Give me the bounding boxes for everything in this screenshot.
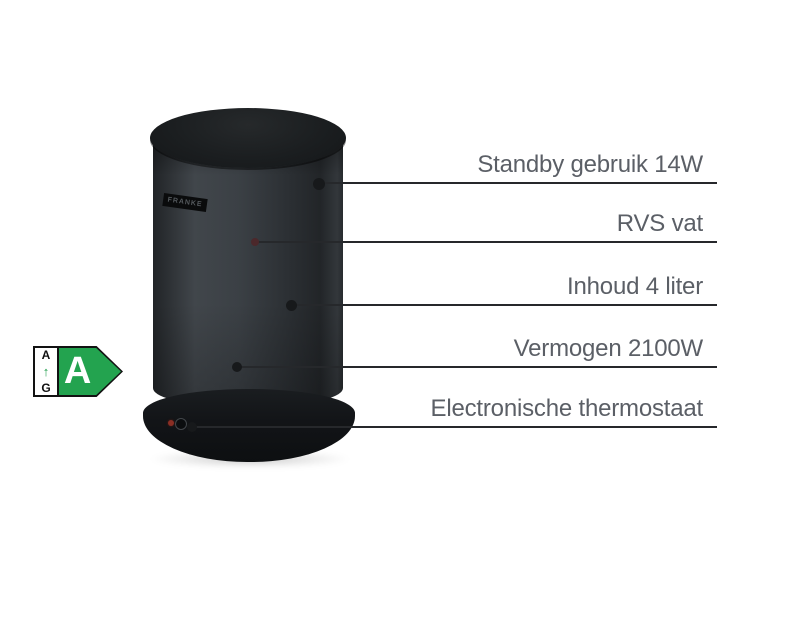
callout-label-rvs-vat: RVS vat	[616, 210, 703, 237]
franke-logo-text: FRANKE	[167, 196, 203, 209]
arrow-up-icon: ↑	[42, 364, 50, 379]
callout-anchor-dot	[313, 178, 325, 190]
callout-anchor-dot	[232, 362, 242, 372]
callout-anchor-dot	[286, 300, 297, 311]
boiler-body-shading	[153, 138, 343, 404]
energy-scale-strip: A ↑ G	[33, 346, 59, 397]
energy-rating-label: A ↑ G A	[33, 346, 123, 397]
callout-label-vermogen: Vermogen 2100W	[513, 335, 704, 362]
callout-line-thermostaat	[192, 426, 717, 428]
energy-scale-bottom-letter: G	[41, 381, 51, 395]
energy-grade-arrow: A	[59, 348, 121, 395]
energy-grade-letter: A	[63, 350, 92, 392]
callout-label-standby: Standby gebruik 14W	[477, 151, 703, 178]
power-led-icon	[168, 420, 174, 426]
callout-anchor-dot	[251, 238, 259, 246]
callout-line-vermogen	[237, 366, 717, 368]
thermostat-knob-icon	[175, 418, 187, 430]
callout-line-rvs-vat	[255, 241, 717, 243]
energy-scale-top-letter: A	[41, 348, 51, 362]
boiler-lid	[150, 108, 346, 168]
callout-anchor-dot	[187, 422, 197, 432]
boiler-body	[153, 138, 343, 404]
callout-label-inhoud: Inhoud 4 liter	[567, 273, 703, 300]
callout-label-thermostaat: Electronische thermostaat	[430, 395, 704, 422]
callout-line-inhoud	[291, 304, 717, 306]
callout-line-standby	[319, 182, 717, 184]
